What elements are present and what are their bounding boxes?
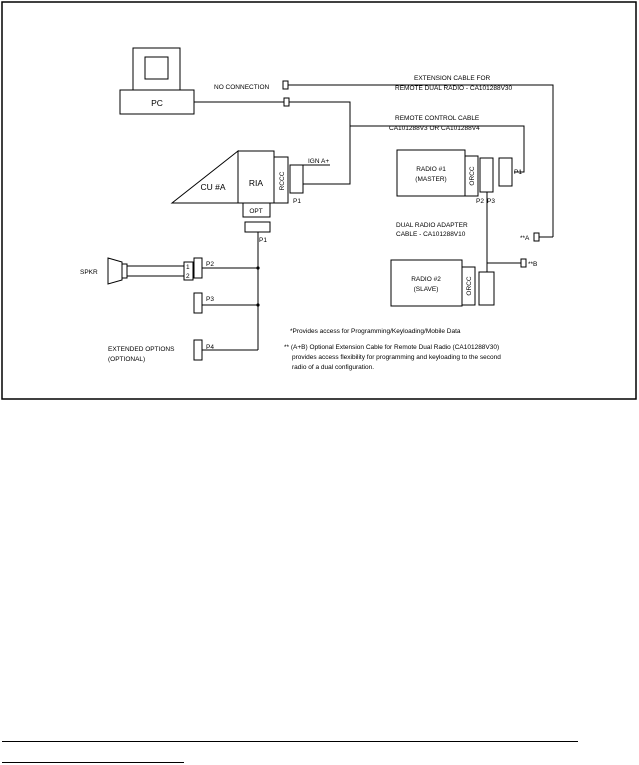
ign-wire	[302, 164, 330, 169]
p2-label: P2	[206, 261, 214, 268]
marker-b-label: **B	[528, 261, 537, 268]
remote-cable-label-2: CA101288V3 OR CA101288V4	[389, 125, 480, 132]
dual-adapter-label-1: DUAL RADIO ADAPTER	[396, 222, 468, 229]
marker-b-connector	[520, 258, 527, 268]
dual-adapter-wire	[486, 192, 521, 272]
junction-p2	[256, 266, 260, 270]
speaker-wire	[127, 265, 184, 277]
ria-label: RIA	[249, 178, 264, 188]
orcc-1-label: ORCC	[469, 166, 476, 185]
ign-label: IGN A+	[308, 158, 329, 165]
p2-connector	[193, 257, 203, 279]
pin-2-label: 2	[186, 273, 190, 280]
note-1: *Provides access for Programming/Keyload…	[290, 328, 461, 335]
pc-icon	[119, 47, 195, 115]
marker-a-label: **A	[520, 235, 530, 242]
speaker-icon	[107, 257, 128, 285]
p1-label-radio-1: P1	[514, 169, 522, 176]
marker-a-connector	[533, 232, 540, 242]
cu-unit	[170, 149, 239, 204]
p4-connector	[193, 339, 203, 361]
rccc-label: RCCC	[279, 171, 286, 190]
orcc-1-module	[464, 155, 479, 197]
radio-2-unit	[390, 259, 463, 307]
extension-cable-wire	[288, 84, 554, 237]
extension-cable-label-2: REMOTE DUAL RADIO - CA101288V30	[395, 85, 513, 92]
option-bus-wire	[202, 232, 259, 351]
no-connection-connector	[282, 80, 289, 90]
pc-label: PC	[151, 98, 163, 108]
radio-2-label-2: (SLAVE)	[414, 286, 439, 293]
p2-label-radio-1: P2	[476, 198, 484, 205]
extended-options-label-2: (OPTIONAL)	[108, 356, 145, 363]
p1-connector-radio-1	[498, 157, 513, 187]
orcc-2-module	[461, 266, 476, 306]
p4-label: P4	[206, 344, 214, 351]
note-2-line-3: radio of a dual configuration.	[292, 364, 374, 371]
extended-options-label-1: EXTENDED OPTIONS	[108, 346, 175, 353]
footer-rule-long	[2, 741, 578, 742]
remote-cable-label-1: REMOTE CONTROL CABLE	[395, 115, 480, 122]
p3-connector	[193, 292, 203, 314]
p1-connector-ria	[289, 164, 304, 194]
p1-connector-opt	[244, 221, 271, 233]
pc-data-connector	[283, 97, 290, 107]
pin-1-label: 1	[186, 264, 190, 271]
speaker-pin-block	[183, 261, 194, 281]
remote-control-cable-wire	[349, 125, 525, 184]
orcc-2-label: ORCC	[466, 276, 473, 295]
extension-cable-label-1: EXTENSION CABLE FOR	[414, 75, 491, 82]
diagram-frame	[1, 1, 637, 400]
note-2-line-2: provides access flexibility for programm…	[292, 354, 501, 361]
junction-p3	[256, 303, 260, 307]
p1-label-opt: P1	[259, 237, 267, 244]
footer-rule-short	[2, 762, 184, 763]
opt-label: OPT	[249, 208, 262, 215]
radio-1-unit	[396, 149, 466, 197]
radio-1-label-2: (MASTER)	[415, 176, 446, 183]
spkr-label: SPKR	[80, 269, 98, 276]
p3-label: P3	[206, 296, 214, 303]
radio-1-label-1: RADIO #1	[416, 166, 446, 173]
no-connection-label: NO CONNECTION	[214, 84, 270, 91]
radio-2-label-1: RADIO #2	[411, 276, 441, 283]
ria-unit	[237, 150, 275, 204]
p1-label-ria: P1	[293, 198, 301, 205]
opt-module	[242, 202, 271, 218]
connector-radio-2	[478, 271, 495, 306]
cu-label: CU #A	[200, 182, 225, 192]
note-2-line-1: ** (A+B) Optional Extension Cable for Re…	[284, 344, 499, 351]
dual-adapter-label-2: CABLE - CA101288V10	[396, 231, 466, 238]
rccc-module	[273, 156, 289, 204]
p3-label-radio-1: P3	[487, 198, 495, 205]
p2-connector-radio-1	[479, 157, 494, 193]
